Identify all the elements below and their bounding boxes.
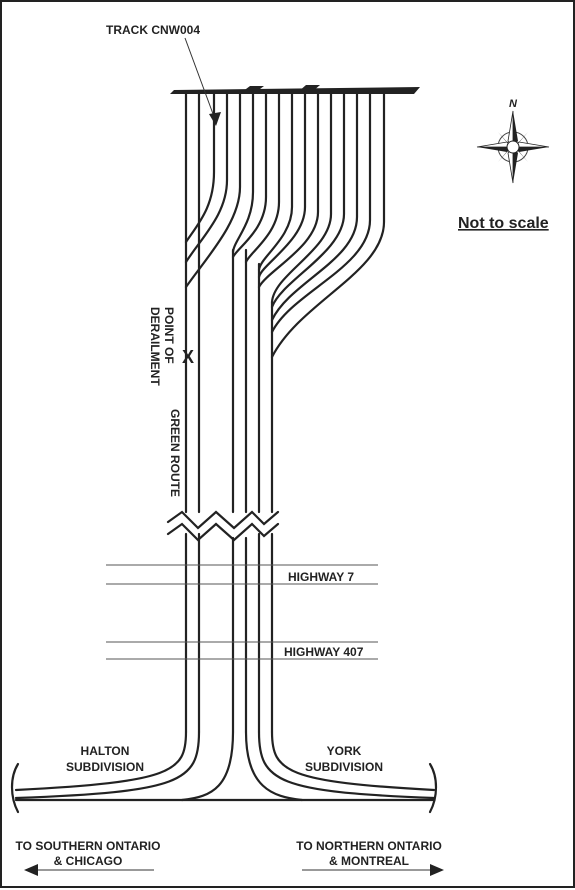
subdivision-curves [14,730,436,802]
york-subdivision-label-2: SUBDIVISION [305,760,383,774]
track-header-bar [170,87,420,94]
yard-ladder-tracks [184,92,386,359]
track-id-label: TRACK CNW004 [106,23,200,37]
highway-407 [106,641,378,660]
green-route-label: GREEN ROUTE [168,409,182,497]
track-pointer-line [184,37,217,123]
halton-subdivision-label-2: SUBDIVISION [66,760,144,774]
main-tracks-upper [184,92,274,514]
highway-7-label: HIGHWAY 7 [288,570,354,584]
point-of-derailment-label: POINT OF DERAILMENT [148,307,176,386]
arrow-right [302,864,444,876]
svg-text:GREEN ROUTE: GREEN ROUTE [168,409,182,497]
to-northern-ontario-label: TO NORTHERN ONTARIO [296,839,442,853]
to-northern-ontario-label-2: & MONTREAL [329,854,409,868]
halton-subdivision-label: HALTON [81,744,130,758]
break-symbol [166,510,280,542]
main-tracks-lower [184,532,274,734]
derailment-marker: X [182,347,194,367]
to-southern-ontario-label-2: & CHICAGO [54,854,123,868]
compass-icon: N [476,98,550,184]
compass-north-label: N [509,98,518,110]
highway-7 [106,564,378,585]
track-pointer-arrowhead [209,112,221,126]
left-end-cap [10,762,20,814]
svg-text:POINT OF: POINT OF [162,307,176,364]
highway-407-label: HIGHWAY 407 [284,645,364,659]
arrow-left [24,864,154,876]
right-end-cap [428,762,438,814]
svg-text:DERAILMENT: DERAILMENT [148,307,162,386]
track-header-notch-2 [298,85,320,92]
to-southern-ontario-label: TO SOUTHERN ONTARIO [16,839,161,853]
track-header-notch-1 [242,86,264,92]
york-subdivision-label: YORK [327,744,362,758]
not-to-scale-label: Not to scale [458,215,549,232]
